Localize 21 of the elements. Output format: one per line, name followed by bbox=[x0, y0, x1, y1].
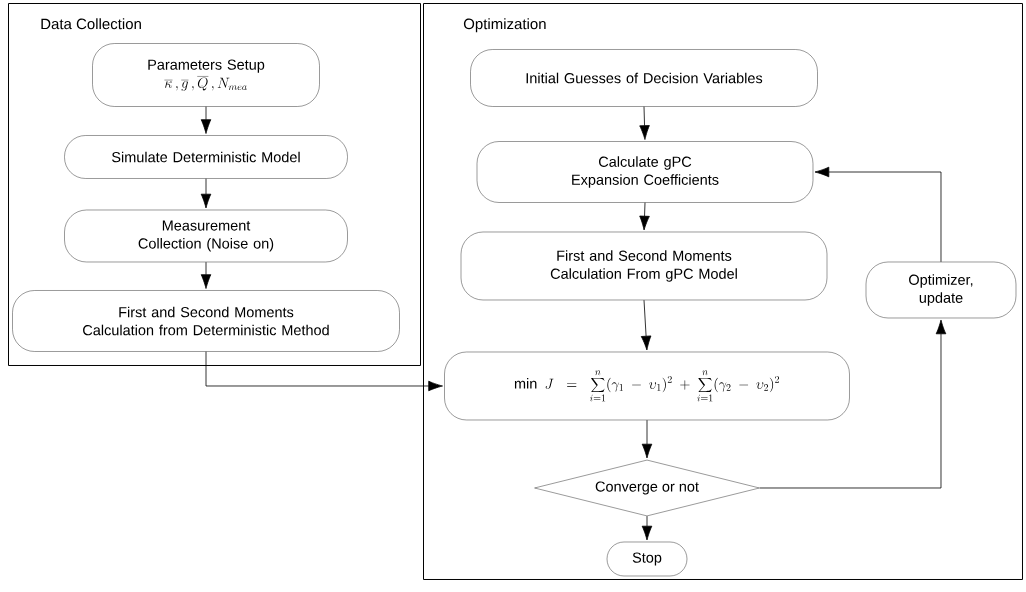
arrow bbox=[640, 299, 652, 351]
process-box: Optimizer, update bbox=[865, 261, 1017, 319]
arrow bbox=[639, 202, 650, 231]
process-box: Calculate gPC Expansion Coefficients bbox=[476, 141, 814, 203]
formula-box: $\min\ J=\sum_{i=1}^{n}(\gamma_1-\upsilon_1)^2+\sum_{i=1}^{n}(\gamma_2-\upsilon_2)^2$ bbox=[444, 351, 850, 421]
process-box: First and Second Moments Calculation From gPC Model bbox=[460, 231, 828, 301]
terminal-box: Stop bbox=[606, 541, 688, 577]
process-box: Measurement Collection (Noise on) bbox=[64, 209, 348, 263]
arrow bbox=[641, 419, 653, 459]
arrow bbox=[200, 106, 212, 134]
process-box: First and Second Moments Calculation from Deterministic Method bbox=[12, 290, 400, 352]
process-box: Parameters Setup $\overline{\kappa}\,,\overline{g}\,,\overline{Q}\,,N_{mea}$ bbox=[92, 43, 320, 107]
arrow bbox=[641, 515, 653, 541]
process-box: Initial Guesses of Decision Variables bbox=[470, 49, 818, 107]
arrow bbox=[759, 319, 947, 489]
arrow bbox=[205, 351, 443, 392]
arrow bbox=[200, 178, 212, 209]
arrow bbox=[814, 166, 942, 263]
arrow bbox=[639, 106, 650, 140]
process-box: Simulate Deterministic Model bbox=[64, 135, 348, 179]
arrow bbox=[200, 261, 212, 289]
